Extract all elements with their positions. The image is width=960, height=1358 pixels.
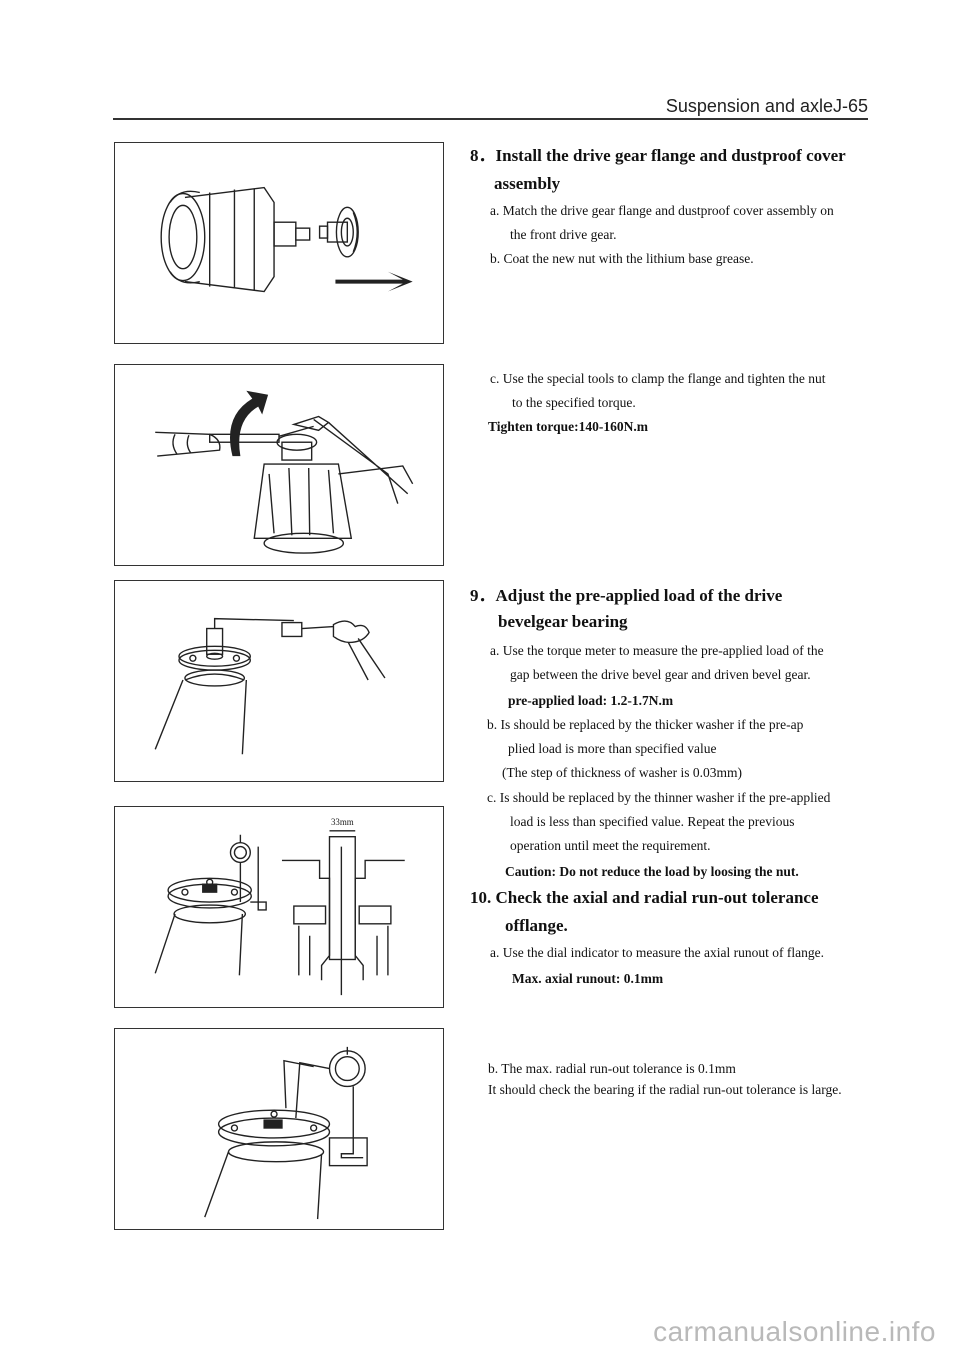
page-header: Suspension and axleJ-65: [665, 96, 868, 116]
section-9-caution: Caution: Do not reduce the load by loosi…: [505, 864, 799, 879]
section-9-step-c-cont: load is less than specified value. Repea…: [510, 814, 795, 829]
dimension-label: 33mm: [331, 817, 354, 827]
section-9-step-c-cont2: operation until meet the requirement.: [510, 838, 711, 853]
section-8-step-c-cont: to the specified torque.: [512, 395, 636, 410]
section-10-step-b-note: It should check the bearing if the radia…: [488, 1082, 842, 1097]
section-9-step-a-cont: gap between the drive bevel gear and dri…: [510, 667, 811, 682]
section-9-step-b: b. Is should be replaced by the thicker …: [487, 717, 804, 732]
section-8-step-c: c. Use the special tools to clamp the fl…: [490, 371, 826, 386]
section-8-torque-spec: Tighten torque:140-160N.m: [488, 419, 649, 434]
section-9-step-b-note: (The step of thickness of washer is 0.03…: [502, 765, 742, 780]
section-8-heading-cont: assembly: [494, 174, 561, 193]
axial-runout-illustration: 33mm: [154, 817, 405, 996]
figure-tighten-nut: [114, 364, 444, 566]
install-flange-illustration: [160, 186, 413, 293]
section-10-heading-cont: offlange.: [505, 916, 568, 935]
section-10-step-a: a. Use the dial indicator to measure the…: [490, 945, 825, 960]
section-8-step-b: b. Coat the new nut with the lithium bas…: [490, 251, 754, 266]
section-9-step-c: c. Is should be replaced by the thinner …: [487, 790, 831, 805]
watermark: carmanualsonline.info: [653, 1316, 936, 1347]
torque-meter-illustration: [154, 617, 386, 755]
section-9-load-spec: pre-applied load: 1.2-1.7N.m: [508, 693, 674, 708]
tighten-nut-illustration: [155, 390, 414, 554]
figure-install-flange: [114, 142, 444, 344]
section-9-step-b-cont: plied load is more than specified value: [508, 741, 717, 756]
figure-torque-meter: [114, 580, 444, 782]
section-8-heading: 8．Install the drive gear flange and dust…: [470, 146, 846, 165]
section-9-heading: 9．Adjust the pre-applied load of the dri…: [470, 586, 783, 605]
section-8-step-a: a. Match the drive gear flange and dustp…: [490, 203, 834, 218]
section-9-step-a: a. Use the torque meter to measure the p…: [490, 643, 824, 658]
figure-axial-runout: 33mm: [114, 806, 444, 1008]
section-10-axial-spec: Max. axial runout: 0.1mm: [512, 971, 664, 986]
header-rule: [113, 118, 868, 120]
section-10-heading: 10. Check the axial and radial run-out t…: [470, 888, 819, 907]
section-10-step-b: b. The max. radial run-out tolerance is …: [488, 1061, 736, 1076]
radial-runout-illustration: [204, 1046, 368, 1220]
figure-radial-runout: [114, 1028, 444, 1230]
section-8-step-a-cont: the front drive gear.: [510, 227, 617, 242]
section-9-heading-cont: bevelgear bearing: [498, 612, 628, 631]
